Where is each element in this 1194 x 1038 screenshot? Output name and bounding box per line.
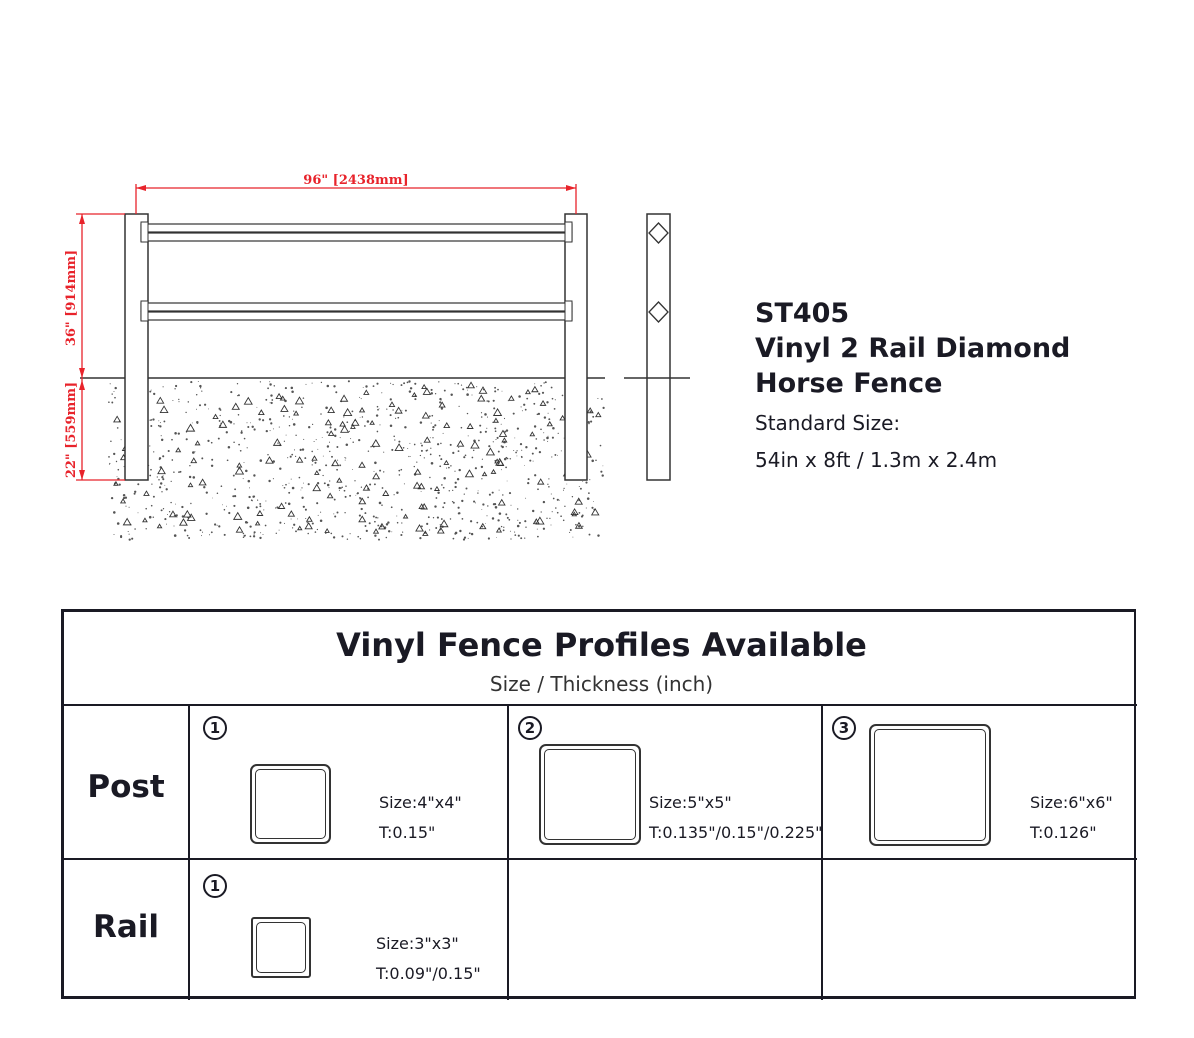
profile-size: Size:6"x6" xyxy=(1030,793,1113,812)
profile-size: Size:5"x5" xyxy=(649,793,732,812)
profile-thickness: T:0.135"/0.15"/0.225" xyxy=(649,823,823,842)
profile-thickness: T:0.09"/0.15" xyxy=(376,964,481,983)
width-dimension-label: 96" [2438mm] xyxy=(303,173,408,188)
profile-number-badge: 1 xyxy=(203,716,227,740)
diamond-bottom xyxy=(648,301,669,323)
rail-profile-empty xyxy=(509,860,821,1000)
square-profile-icon xyxy=(869,724,991,846)
profiles-subtitle: Size / Thickness (inch) xyxy=(489,672,714,696)
profile-number-badge: 1 xyxy=(203,874,227,898)
profile-size: Size:3"x3" xyxy=(376,934,459,953)
rail-profile-empty xyxy=(823,860,1137,1000)
profile-size: Size:4"x4" xyxy=(379,793,462,812)
profile-number-badge: 2 xyxy=(518,716,542,740)
product-name-line2: Horse Fence xyxy=(755,368,943,399)
side-view-post xyxy=(624,213,690,481)
depth-dimension xyxy=(76,378,125,481)
row-label-rail: Rail xyxy=(92,909,160,945)
table-divider xyxy=(507,704,509,1000)
right-post xyxy=(564,213,588,481)
table-divider xyxy=(64,858,1137,860)
diamond-top xyxy=(648,222,669,244)
ground-gravel xyxy=(108,380,605,541)
left-post xyxy=(124,213,149,481)
bottom-rail xyxy=(140,300,573,322)
row-label-post: Post xyxy=(87,769,165,805)
square-profile-icon xyxy=(250,764,331,844)
square-profile-icon xyxy=(539,744,641,845)
rail-profile-1: 1 Size:3"x3" T:0.09"/0.15" xyxy=(190,860,507,1000)
post-profile-3: 3 Size:6"x6" T:0.126" xyxy=(823,706,1137,858)
post-profile-2: 2 Size:5"x5" T:0.135"/0.15"/0.225" xyxy=(509,706,823,858)
profile-thickness: T:0.126" xyxy=(1030,823,1097,842)
product-code: ST405 xyxy=(755,298,850,329)
fence-elevation-drawing: 96" [2438mm] 36" [914mm] 22" [559mm] xyxy=(64,173,690,541)
standard-size-value: 54in x 8ft / 1.3m x 2.4m xyxy=(755,448,998,472)
table-divider xyxy=(64,704,1137,706)
table-divider xyxy=(188,704,190,1000)
profiles-title: Vinyl Fence Profiles Available xyxy=(336,626,867,664)
height-dimension-label: 36" [914mm] xyxy=(64,250,79,346)
top-rail xyxy=(140,221,573,243)
table-divider xyxy=(821,704,823,1000)
square-profile-icon xyxy=(251,917,311,978)
height-dimension xyxy=(76,213,125,378)
depth-dimension-label: 22" [559mm] xyxy=(64,382,79,478)
standard-size-label: Standard Size: xyxy=(755,411,901,435)
post-profile-1: 1 Size:4"x4" T:0.15" xyxy=(190,706,507,858)
width-dimension xyxy=(135,184,577,214)
profile-number-badge: 3 xyxy=(832,716,856,740)
product-name-line1: Vinyl 2 Rail Diamond xyxy=(755,333,1071,364)
product-info: ST405 Vinyl 2 Rail Diamond Horse Fence S… xyxy=(755,296,1070,472)
profile-thickness: T:0.15" xyxy=(379,823,436,842)
profiles-table: Vinyl Fence Profiles Available Size / Th… xyxy=(61,609,1137,1000)
